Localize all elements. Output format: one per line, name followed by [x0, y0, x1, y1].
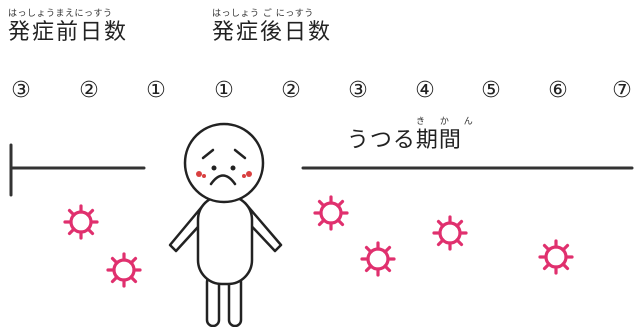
virus-icon — [432, 215, 468, 251]
post-onset-days-heading: はっしょう ご にっすう 発症後日数 — [212, 6, 332, 47]
right-eye — [230, 165, 236, 171]
body — [196, 194, 254, 286]
day-after-7: ⑦ — [612, 78, 632, 103]
right-cheek-blush — [246, 171, 252, 177]
left-cheek-blush-2 — [202, 174, 206, 178]
day-before-1: ① — [146, 78, 166, 103]
blush — [196, 171, 252, 178]
virus-icon — [313, 195, 349, 231]
frown-mouth — [209, 174, 237, 186]
sick-person-figure — [168, 122, 283, 327]
post-onset-ruby: はっしょう ご にっすう — [212, 9, 314, 19]
pre-onset-label: 発症前日数 — [8, 20, 129, 45]
day-after-3: ③ — [348, 78, 368, 103]
day-before-2: ② — [79, 78, 99, 103]
virus-icon — [63, 204, 99, 240]
head — [183, 122, 265, 204]
left-cheek-blush — [196, 171, 202, 177]
day-after-2: ② — [281, 78, 301, 103]
virus-icon — [360, 241, 396, 277]
day-before-3: ③ — [11, 78, 31, 103]
day-after-6: ⑥ — [548, 78, 568, 103]
contagious-period-label: き か ん うつる期間 — [330, 114, 479, 155]
left-eye — [211, 165, 217, 171]
pre-onset-days-heading: はっしょうまえにっすう 発症前日数 — [8, 6, 128, 47]
pre-onset-ruby: はっしょうまえにっすう — [8, 9, 113, 19]
day-after-5: ⑤ — [481, 78, 501, 103]
virus-icon — [106, 252, 142, 288]
day-after-1: ① — [214, 78, 234, 103]
virus-icon — [538, 239, 574, 275]
face — [201, 148, 247, 186]
right-cheek-blush-2 — [242, 174, 246, 178]
right-eyebrow — [233, 148, 247, 160]
contagious-period-ruby: き か ん — [416, 117, 479, 127]
post-onset-label: 発症後日数 — [212, 20, 333, 45]
left-eyebrow — [201, 148, 215, 160]
day-after-4: ④ — [415, 78, 435, 103]
contagious-period-text: うつる期間 — [346, 128, 462, 153]
